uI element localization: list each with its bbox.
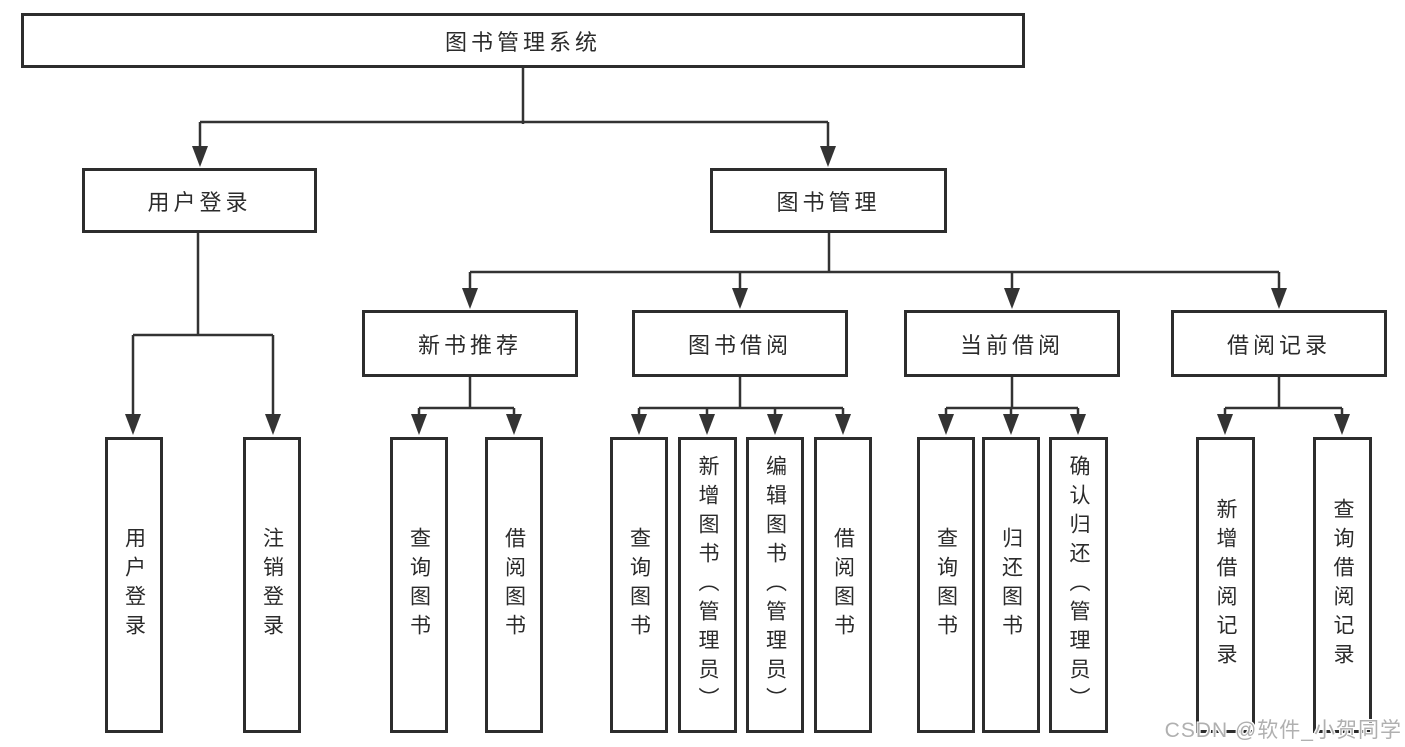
node-label: 用户登录 (122, 527, 146, 643)
arrowhead-icon (1334, 414, 1350, 435)
leaf-query-borrow-record: 查询借阅记录 (1313, 437, 1372, 733)
arrowhead-icon (265, 414, 281, 435)
leaf-return-books: 归还图书 (982, 437, 1040, 733)
node-book-borrowing: 图书借阅 (632, 310, 848, 377)
arrowhead-icon (732, 288, 748, 309)
leaf-borrow-books: 借阅图书 (814, 437, 872, 733)
connector-newbook-to-children (417, 377, 516, 420)
arrowhead-icon (1070, 414, 1086, 435)
node-label: 借阅图书 (831, 527, 855, 643)
node-label: 注销登录 (260, 527, 284, 643)
node-book-management: 图书管理 (710, 168, 947, 233)
arrowhead-icon (506, 414, 522, 435)
leaf-add-books-admin: 新增图书（管理员） (678, 437, 737, 733)
leaf-edit-books-admin: 编辑图书（管理员） (746, 437, 804, 733)
node-label: 图书管理系统 (444, 29, 601, 55)
node-label: 新增图书（管理员） (696, 454, 719, 716)
leaf-query-books: 查询图书 (610, 437, 668, 733)
arrowhead-icon (699, 414, 715, 435)
arrowhead-icon (192, 146, 208, 167)
arrowhead-icon (125, 414, 141, 435)
node-label: 归还图书 (999, 527, 1023, 643)
leaf-confirm-return-admin: 确认归还（管理员） (1049, 437, 1108, 733)
arrowhead-icon (631, 414, 647, 435)
connector-root-to-level2 (198, 68, 830, 150)
arrowhead-icon (938, 414, 954, 435)
node-label: 编辑图书（管理员） (763, 454, 787, 716)
arrowhead-icon (1271, 288, 1287, 309)
watermark: CSDN @软件_小贺同学 (1164, 719, 1402, 742)
leaf-query-books: 查询图书 (917, 437, 975, 733)
connector-userlogin-to-children (131, 233, 275, 418)
connector-bookborrow-to-children (637, 377, 845, 420)
arrowhead-icon (835, 414, 851, 435)
leaf-add-borrow-record: 新增借阅记录 (1196, 437, 1255, 733)
connector-bookmgmt-to-level3 (468, 233, 1281, 292)
arrowhead-icon (1003, 414, 1019, 435)
leaf-borrow-books: 借阅图书 (485, 437, 543, 733)
node-label: 查询图书 (407, 527, 431, 643)
node-new-book-recommendation: 新书推荐 (362, 310, 578, 377)
leaf-logout: 注销登录 (243, 437, 301, 733)
leaf-user-login: 用户登录 (105, 437, 163, 733)
arrowhead-icon (820, 146, 836, 167)
node-library-management-system: 图书管理系统 (21, 13, 1025, 68)
node-label: 查询借阅记录 (1331, 498, 1354, 672)
node-label: 借阅图书 (502, 527, 526, 643)
node-label: 当前借阅 (959, 332, 1064, 358)
node-label: 查询图书 (627, 527, 651, 643)
arrowhead-icon (411, 414, 427, 435)
node-label: 图书管理 (776, 189, 881, 215)
arrowhead-icon (767, 414, 783, 435)
arrowhead-icon (462, 288, 478, 309)
node-user-login: 用户登录 (82, 168, 317, 233)
arrowheads (125, 146, 1350, 435)
node-label: 用户登录 (147, 189, 252, 215)
node-label: 查询图书 (934, 527, 958, 643)
node-label: 图书借阅 (687, 332, 792, 358)
arrowhead-icon (1217, 414, 1233, 435)
node-borrowing-records: 借阅记录 (1171, 310, 1387, 377)
node-label: 新书推荐 (417, 332, 522, 358)
leaf-query-books: 查询图书 (390, 437, 448, 733)
connector-currentborrow-to-children (944, 377, 1080, 420)
node-label: 借阅记录 (1226, 332, 1331, 358)
arrowhead-icon (1004, 288, 1020, 309)
connector-lines (131, 68, 1344, 420)
connector-borrowrecord-to-children (1223, 377, 1344, 420)
node-current-borrowing: 当前借阅 (904, 310, 1120, 377)
node-label: 新增借阅记录 (1214, 498, 1237, 672)
node-label: 确认归还（管理员） (1067, 454, 1090, 716)
